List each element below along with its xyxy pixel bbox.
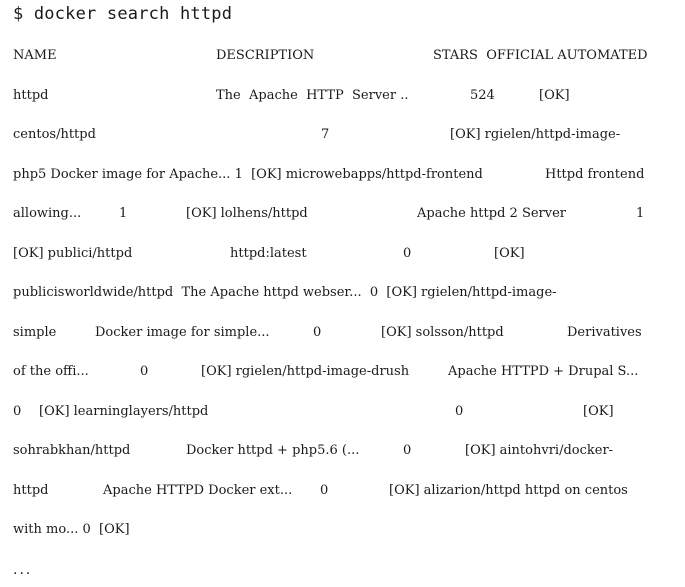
result-name: httpd	[13, 483, 49, 498]
result-text: [OK] rgielen/httpd-image-drush	[201, 364, 410, 379]
result-official: [OK]	[494, 246, 525, 261]
output-line: of the offi... 0 [OK] rgielen/httpd-imag…	[13, 364, 638, 460]
result-text: [OK] publici/httpd	[13, 246, 133, 261]
result-description: allowing...	[13, 206, 82, 221]
result-text: with mo... 0 [OK]	[13, 522, 130, 537]
result-stars: 0	[320, 483, 329, 498]
result-official: [OK]	[583, 404, 614, 419]
result-text: publicisworldwide/httpd The Apache httpd…	[13, 285, 557, 300]
result-text: php5 Docker image for Apache... 1 [OK] m…	[13, 167, 483, 182]
output-line: allowing... 1 [OK] lolhens/httpd Apache …	[13, 206, 644, 318]
output-line: [OK] publici/httpd httpd:latest 0 [OK]	[13, 246, 525, 342]
output-line: httpd Apache HTTPD Docker ext... 0 [OK] …	[13, 483, 628, 579]
column-header-name: NAME	[13, 48, 57, 63]
column-header-description: DESCRIPTION	[216, 48, 315, 63]
result-official: [OK]	[539, 88, 570, 103]
output-line: centos/httpd 7 [OK] rgielen/httpd-image-	[13, 127, 620, 207]
result-description: Docker image for simple...	[95, 325, 270, 340]
result-stars: 0	[403, 246, 412, 261]
result-stars: 7	[321, 127, 330, 142]
output-line: sohrabkhan/httpd Docker httpd + php5.6 (…	[13, 443, 613, 539]
output-line: publicisworldwide/httpd The Apache httpd…	[13, 285, 557, 333]
result-text: [OK] alizarion/httpd httpd on centos	[389, 483, 628, 498]
result-description: Derivatives	[567, 325, 642, 340]
output-line: httpd The Apache HTTP Server .. 524 [OK]	[13, 88, 570, 184]
result-name: sohrabkhan/httpd	[13, 443, 131, 458]
result-description: Apache HTTPD + Drupal S...	[448, 364, 639, 379]
result-description: The Apache HTTP Server ..	[216, 88, 409, 103]
result-description: httpd:latest	[230, 246, 307, 261]
more-output-ellipsis: ...	[13, 562, 33, 578]
result-text: [OK] learninglayers/httpd	[39, 404, 209, 419]
result-text: [OK] aintohvri/docker-	[465, 443, 614, 458]
result-description: Apache httpd 2 Server	[417, 206, 567, 221]
result-text: [OK] lolhens/httpd	[186, 206, 308, 221]
result-stars: 1	[636, 206, 645, 221]
result-stars: 524	[470, 88, 495, 103]
result-text: [OK] rgielen/httpd-image-	[450, 127, 621, 142]
output-line: with mo... 0 [OK]	[13, 522, 130, 570]
output-line: simple Docker image for simple... 0 [OK]…	[13, 325, 642, 437]
result-description: Apache HTTPD Docker ext...	[103, 483, 293, 498]
output-line: 0 [OK] learninglayers/httpd 0 [OK]	[13, 404, 614, 500]
result-stars: 0	[403, 443, 412, 458]
header-row: NAME DESCRIPTION STARS OFFICIAL AUTOMATE…	[13, 48, 648, 128]
result-stars: 1	[119, 206, 128, 221]
result-description: Docker httpd + php5.6 (...	[186, 443, 360, 458]
command-line: $ docker search httpd	[13, 4, 233, 24]
result-stars: 0	[140, 364, 149, 379]
result-stars: 0	[13, 404, 22, 419]
result-description: of the offi...	[13, 364, 89, 379]
result-name: simple	[13, 325, 57, 340]
result-name: centos/httpd	[13, 127, 96, 142]
column-header-stars-official-automated: STARS OFFICIAL AUTOMATED	[433, 48, 648, 63]
output-line: php5 Docker image for Apache... 1 [OK] m…	[13, 167, 644, 231]
result-name: httpd	[13, 88, 49, 103]
result-description: Httpd frontend	[545, 167, 645, 182]
result-text: [OK] solsson/httpd	[381, 325, 504, 340]
result-stars: 0	[455, 404, 464, 419]
result-stars: 0	[313, 325, 322, 340]
